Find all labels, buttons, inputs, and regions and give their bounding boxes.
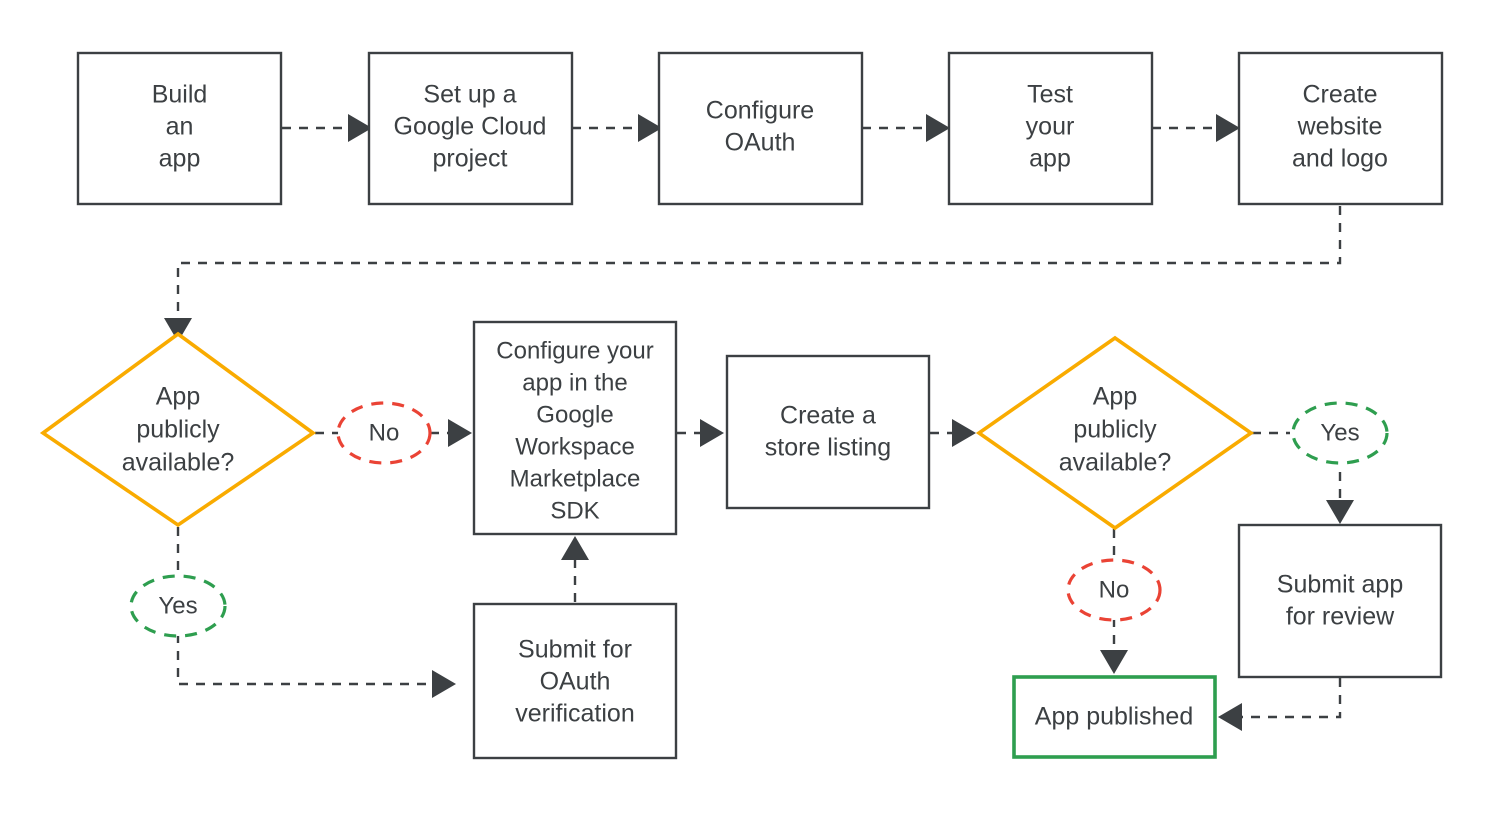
node-oauth-verify-line-2: OAuth xyxy=(540,668,611,696)
edge-build-app-to-gcp-project xyxy=(282,114,372,142)
node-decision-left-line-2: publicly xyxy=(136,416,220,444)
node-oauth-verify[interactable]: Submit for OAuth verification xyxy=(472,602,678,760)
edge-label-right-no-text: No xyxy=(1099,576,1130,603)
edge-label-left-yes: Yes xyxy=(129,574,227,638)
node-build-app-line-3: app xyxy=(159,145,201,173)
node-app-published-line-1: App published xyxy=(1035,703,1193,731)
node-website-logo-line-2: website xyxy=(1297,113,1383,141)
node-decision-right[interactable]: App publicly available? xyxy=(975,335,1255,531)
edge-submit-review-to-app-published xyxy=(1218,678,1342,731)
node-configure-sdk-line-4: Workspace xyxy=(515,433,635,460)
node-build-app[interactable]: Build an app xyxy=(76,51,283,206)
edge-label-right-no: No xyxy=(1066,558,1162,622)
node-submit-review[interactable]: Submit app for review xyxy=(1237,523,1443,679)
edge-configure-oauth-to-test-app xyxy=(862,114,950,142)
node-store-listing-line-2: store listing xyxy=(765,434,891,462)
node-test-app[interactable]: Test your app xyxy=(947,51,1154,206)
node-decision-right-line-1: App xyxy=(1093,383,1137,411)
node-oauth-verify-line-1: Submit for xyxy=(518,636,632,664)
node-configure-oauth-line-2: OAuth xyxy=(725,129,796,157)
edge-label-right-yes-text: Yes xyxy=(1320,419,1359,446)
node-configure-sdk-line-1: Configure your xyxy=(496,337,653,364)
node-decision-left[interactable]: App publicly available? xyxy=(39,331,317,528)
edge-website-logo-to-decision-left xyxy=(164,206,1342,342)
node-website-logo-line-3: and logo xyxy=(1292,145,1388,173)
edge-label-right-yes: Yes xyxy=(1291,401,1389,465)
node-test-app-line-1: Test xyxy=(1027,81,1073,109)
node-decision-right-line-3: available? xyxy=(1059,449,1172,477)
node-store-listing[interactable]: Create a store listing xyxy=(725,354,931,510)
node-decision-left-line-3: available? xyxy=(122,449,235,477)
edge-decision-right-no-to-app-published xyxy=(1100,529,1128,674)
node-configure-oauth-line-1: Configure xyxy=(706,97,814,125)
edge-test-app-to-website-logo xyxy=(1152,114,1240,142)
node-test-app-line-2: your xyxy=(1026,113,1075,141)
edge-store-listing-to-decision-right xyxy=(930,419,976,447)
node-store-listing-line-1: Create a xyxy=(780,402,876,430)
edge-decision-right-yes-to-submit-review xyxy=(1252,431,1354,524)
node-gcp-project-line-3: project xyxy=(432,145,507,173)
node-decision-left-line-1: App xyxy=(156,383,200,411)
edge-label-left-no-text: No xyxy=(369,419,400,446)
node-configure-sdk-line-5: Marketplace xyxy=(510,465,641,492)
node-app-published[interactable]: App published xyxy=(1012,675,1217,759)
edge-layer xyxy=(164,114,1354,731)
node-website-logo[interactable]: Create website and logo xyxy=(1237,51,1444,206)
node-build-app-line-2: an xyxy=(166,113,194,141)
node-website-logo-line-1: Create xyxy=(1302,81,1377,109)
edge-oauth-verify-to-configure-sdk xyxy=(561,536,589,602)
edge-label-left-no: No xyxy=(336,401,432,465)
edge-decision-left-yes-to-oauth-verify xyxy=(176,527,456,698)
node-configure-oauth[interactable]: Configure OAuth xyxy=(657,51,864,206)
edge-label-left-yes-text: Yes xyxy=(158,592,197,619)
node-gcp-project[interactable]: Set up a Google Cloud project xyxy=(367,51,574,206)
node-decision-right-line-2: publicly xyxy=(1073,416,1157,444)
node-oauth-verify-line-3: verification xyxy=(515,700,635,728)
edge-decision-left-no-to-configure-sdk xyxy=(315,419,472,447)
node-test-app-line-3: app xyxy=(1029,145,1071,173)
node-configure-sdk-line-6: SDK xyxy=(550,497,599,524)
node-build-app-line-1: Build xyxy=(152,81,208,109)
node-configure-sdk-line-2: app in the xyxy=(522,369,627,396)
edge-configure-sdk-to-store-listing xyxy=(677,419,724,447)
node-submit-review-line-2: for review xyxy=(1286,603,1395,631)
node-configure-sdk[interactable]: Configure your app in the Google Workspa… xyxy=(472,320,678,536)
node-gcp-project-line-2: Google Cloud xyxy=(394,113,547,141)
node-gcp-project-line-1: Set up a xyxy=(423,81,516,109)
node-submit-review-line-1: Submit app xyxy=(1277,571,1403,599)
node-configure-sdk-line-3: Google xyxy=(536,401,613,428)
edge-gcp-project-to-configure-oauth xyxy=(572,114,662,142)
